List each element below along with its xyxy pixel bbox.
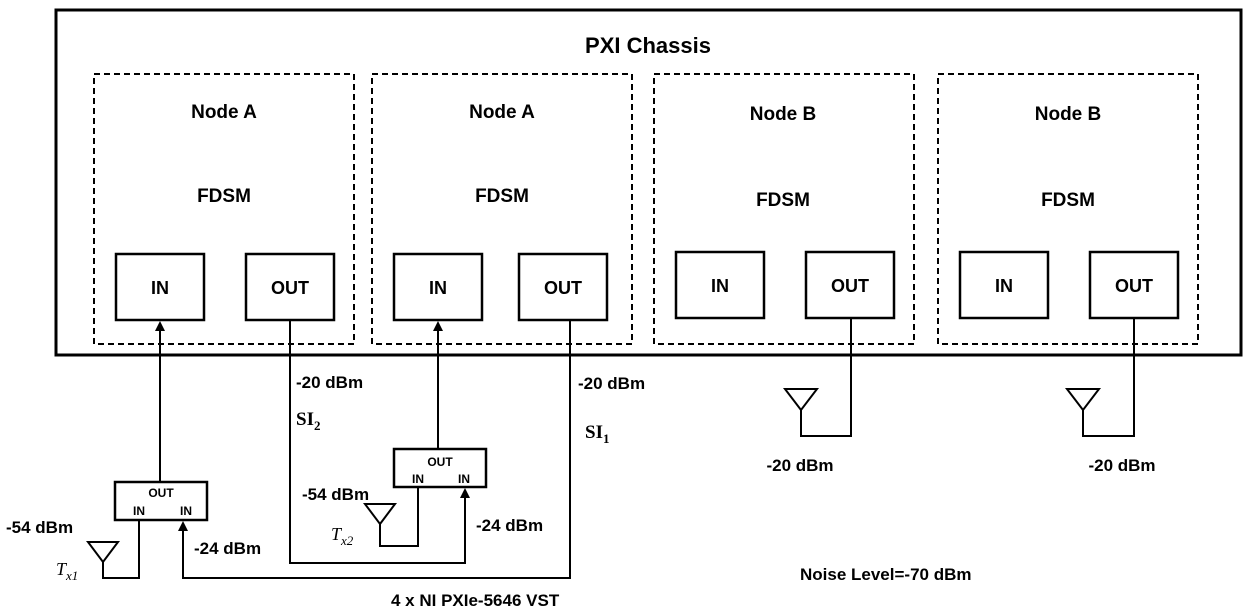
node-1: Node A FDSM IN OUT xyxy=(93,73,355,345)
si1-label: SI1 xyxy=(585,422,609,446)
wire-node4-out-to-antenna xyxy=(1082,318,1135,437)
node-4-name: Node B xyxy=(1035,104,1102,125)
wire-node3-out-to-antenna xyxy=(800,318,852,437)
combiner-1-in2-label: IN xyxy=(180,504,192,518)
combiner-1: OUT IN IN xyxy=(113,480,209,522)
node-3-frame xyxy=(653,73,915,345)
node-3-in-label: IN xyxy=(711,276,729,296)
node-4-in-port xyxy=(958,250,1050,320)
combiner-2-in2-label: IN xyxy=(458,472,470,486)
node-2-module: FDSM xyxy=(475,186,529,207)
node-3-out-label: OUT xyxy=(831,276,869,296)
node-4-module: FDSM xyxy=(1041,190,1095,211)
node-4-out-port xyxy=(1088,250,1180,320)
tx1-label: Tx1 xyxy=(56,559,78,583)
tx1-antenna-icon xyxy=(86,541,120,564)
node-2: Node A FDSM IN OUT xyxy=(371,73,633,345)
node3-out-level: -20 dBm xyxy=(766,456,833,475)
node-4-in-label: IN xyxy=(995,276,1013,296)
wire-si1-node2-out-to-comb1 xyxy=(178,320,571,579)
wire-tx2-antenna-to-comb2 xyxy=(379,487,419,547)
combiner-2: OUT IN IN xyxy=(392,447,488,489)
node-1-in-label: IN xyxy=(151,278,169,298)
node-2-in-port xyxy=(392,252,484,322)
node-3-module: FDSM xyxy=(756,190,810,211)
node2-out-level: -20 dBm xyxy=(578,374,645,393)
tx2-antenna-icon xyxy=(363,503,397,526)
combiner-2-box xyxy=(392,447,488,489)
combiner-1-out-label: OUT xyxy=(148,486,174,500)
combiner-2-out-label: OUT xyxy=(427,455,453,469)
si2-label: SI2 xyxy=(296,409,320,433)
node-1-in-port xyxy=(114,252,206,322)
combiner-1-box xyxy=(113,480,209,522)
node-4-frame xyxy=(937,73,1199,345)
node-1-frame xyxy=(93,73,355,345)
combiner-2-in1-label: IN xyxy=(412,472,424,486)
node-2-out-port xyxy=(517,252,609,322)
node4-out-level: -20 dBm xyxy=(1088,456,1155,475)
node-2-frame xyxy=(371,73,633,345)
node-4: Node B FDSM IN OUT xyxy=(937,73,1199,345)
node-2-in-label: IN xyxy=(429,278,447,298)
node-1-name: Node A xyxy=(191,102,257,123)
si-into-comb2-level: -24 dBm xyxy=(476,516,543,535)
node-1-module: FDSM xyxy=(197,186,251,207)
noise-level-label: Noise Level=-70 dBm xyxy=(800,565,972,584)
node-3-out-port xyxy=(804,250,896,320)
instrument-label: 4 x NI PXIe-5646 VST xyxy=(391,591,560,610)
node3-antenna-icon xyxy=(782,388,820,412)
node-2-name: Node A xyxy=(469,102,535,123)
node-3-name: Node B xyxy=(750,104,817,125)
si-into-comb1-level: -24 dBm xyxy=(194,539,261,558)
node4-antenna-icon xyxy=(1064,388,1102,412)
node-3-in-port xyxy=(674,250,766,320)
node-1-out-label: OUT xyxy=(271,278,309,298)
wire-si2-node1-out-to-comb2 xyxy=(289,320,470,564)
node-2-out-label: OUT xyxy=(544,278,582,298)
node1-out-level: -20 dBm xyxy=(296,373,363,392)
tx1-level: -54 dBm xyxy=(6,518,73,537)
tx2-label: Tx2 xyxy=(331,524,354,548)
combiner-1-in1-label: IN xyxy=(133,504,145,518)
pxi-chassis xyxy=(54,8,1243,357)
chassis-title: PXI Chassis xyxy=(585,33,711,58)
node-3: Node B FDSM IN OUT xyxy=(653,73,915,345)
node-4-out-label: OUT xyxy=(1115,276,1153,296)
tx2-level: -54 dBm xyxy=(302,485,369,504)
wire-tx1-antenna-to-comb1 xyxy=(102,520,140,579)
